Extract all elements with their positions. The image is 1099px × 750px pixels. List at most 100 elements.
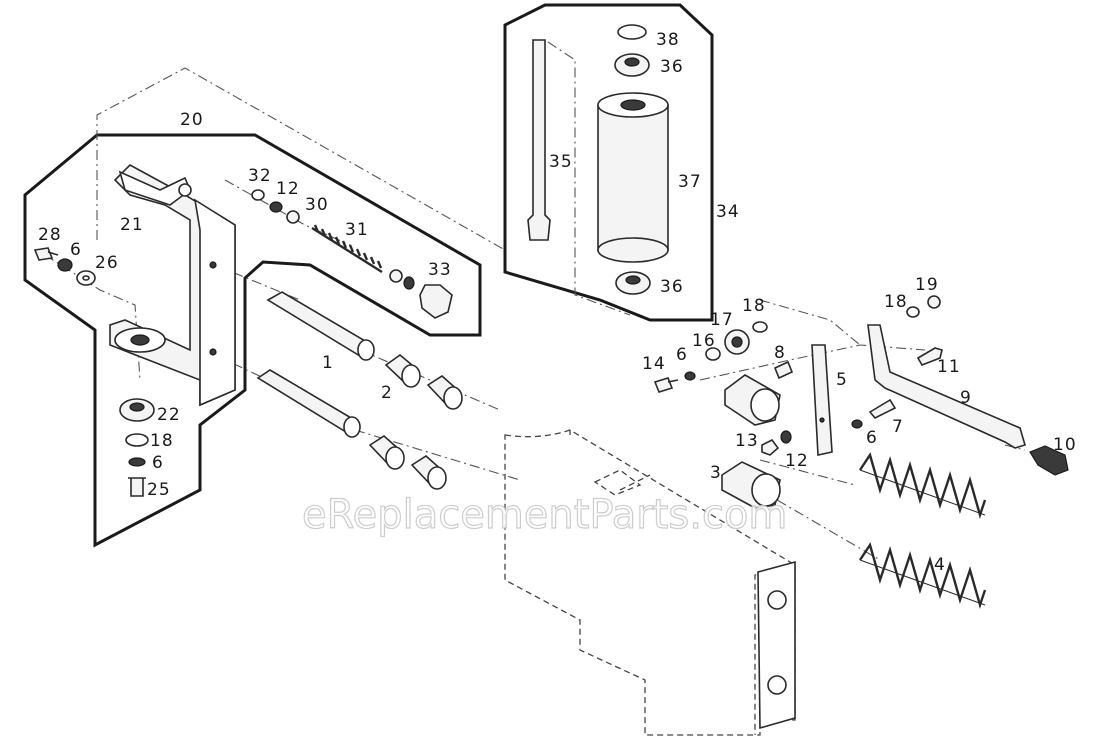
leader-line-20 [96, 67, 506, 251]
mount-hole-bottom [767, 675, 787, 695]
label-14: 14 [642, 354, 666, 374]
label-1: 1 [322, 353, 334, 373]
label-18-right: 18 [742, 296, 766, 316]
cam-roller-upper-face [750, 388, 780, 422]
set-screw-8 [773, 360, 794, 380]
leader-line-35 [547, 41, 631, 316]
bearing-36-top-bore [624, 57, 640, 67]
label-25: 25 [147, 480, 171, 500]
label-17: 17 [710, 310, 734, 330]
snap-ring-38 [617, 24, 647, 40]
label-32: 32 [248, 166, 272, 186]
label-9: 9 [960, 388, 972, 408]
lock-washer-6-lower [128, 457, 146, 467]
leader-line-pins [214, 264, 521, 481]
screw-28 [33, 247, 59, 261]
lock-washer-6-left [57, 258, 73, 272]
label-33: 33 [428, 260, 452, 280]
bracket-lower-hole [130, 334, 150, 346]
washer-18-far [906, 306, 920, 318]
label-10: 10 [1053, 435, 1077, 455]
label-5: 5 [836, 370, 848, 390]
leader-line-handle [1004, 444, 1026, 451]
bearing-36-bottom-bore [625, 275, 641, 285]
washer-rod [403, 276, 415, 290]
bushing-2-d-face [427, 466, 447, 490]
label-37: 37 [678, 172, 702, 192]
label-12-right: 12 [785, 451, 809, 471]
label-3: 3 [710, 463, 722, 483]
label-7: 7 [892, 417, 904, 437]
roller-37-bore [620, 99, 646, 111]
bushing-2-b-face [443, 386, 463, 410]
label-31: 31 [345, 220, 369, 240]
label-30: 30 [305, 195, 329, 215]
label-22: 22 [157, 405, 181, 425]
bracket-face [193, 198, 236, 407]
label-6-far: 6 [866, 428, 878, 448]
pin-1-upper-end [357, 339, 375, 361]
label-2: 2 [381, 383, 393, 403]
plate-5 [811, 344, 833, 456]
label-11: 11 [937, 357, 961, 377]
label-12-top: 12 [276, 179, 300, 199]
threaded-rod-31 [311, 224, 383, 274]
assembly-34-outline [503, 3, 714, 322]
watermark-text: eReplacementParts.com [302, 492, 787, 538]
screw-14 [653, 377, 679, 393]
label-18-far: 18 [884, 292, 908, 312]
bearing-22-bore [129, 402, 145, 412]
shaft-35 [527, 39, 551, 241]
label-6-right: 6 [676, 345, 688, 365]
lock-washer-6-right [684, 371, 696, 381]
bracket-hole-lower [209, 348, 217, 356]
label-38: 38 [656, 30, 680, 50]
pin-1-lower-end [343, 416, 361, 438]
machine-body-mount-plate [757, 560, 796, 730]
bushing-2-a-face [401, 364, 421, 388]
handle-knob-10 [1029, 445, 1069, 476]
label-28: 28 [38, 225, 62, 245]
assembly-20-outline [23, 133, 482, 548]
label-6-lower: 6 [152, 453, 164, 473]
label-18-left: 18 [150, 431, 174, 451]
bolt-11 [916, 347, 943, 366]
spacer-16 [705, 347, 721, 361]
washer-18-left [125, 433, 149, 447]
label-13: 13 [735, 431, 759, 451]
pin-1-lower [256, 369, 360, 433]
roller-37 [597, 104, 669, 251]
washer-26-hole [82, 275, 90, 281]
leader-line-bracket [224, 179, 351, 246]
label-26: 26 [95, 253, 119, 273]
spring-4-upper [859, 452, 987, 520]
lever-arm-9 [867, 324, 1026, 449]
washer-18-right [752, 321, 768, 333]
spring-4-lower [859, 542, 987, 610]
nut-19 [927, 295, 941, 309]
nut-rod [389, 269, 403, 283]
machine-body-phantom [504, 429, 796, 736]
screw-25 [128, 477, 146, 497]
washer-32 [251, 189, 265, 201]
roller-37-bottom [597, 237, 669, 263]
label-36-bottom: 36 [660, 277, 684, 297]
label-8: 8 [774, 343, 786, 363]
label-35: 35 [549, 152, 573, 172]
bracket-hole-upper [209, 261, 217, 269]
label-6-left: 6 [70, 240, 82, 260]
plate-5-hole [819, 417, 825, 423]
mount-hole-top [767, 590, 787, 610]
bearing-17-bore [731, 336, 743, 348]
label-36-top: 36 [660, 57, 684, 77]
label-16: 16 [692, 331, 716, 351]
screw-7 [868, 398, 897, 419]
pin-1-upper [266, 291, 374, 357]
label-20: 20 [180, 110, 204, 130]
label-34: 34 [716, 202, 740, 222]
nut-13 [761, 438, 780, 456]
lock-washer-12-right [780, 430, 792, 444]
knob-33 [419, 284, 453, 319]
